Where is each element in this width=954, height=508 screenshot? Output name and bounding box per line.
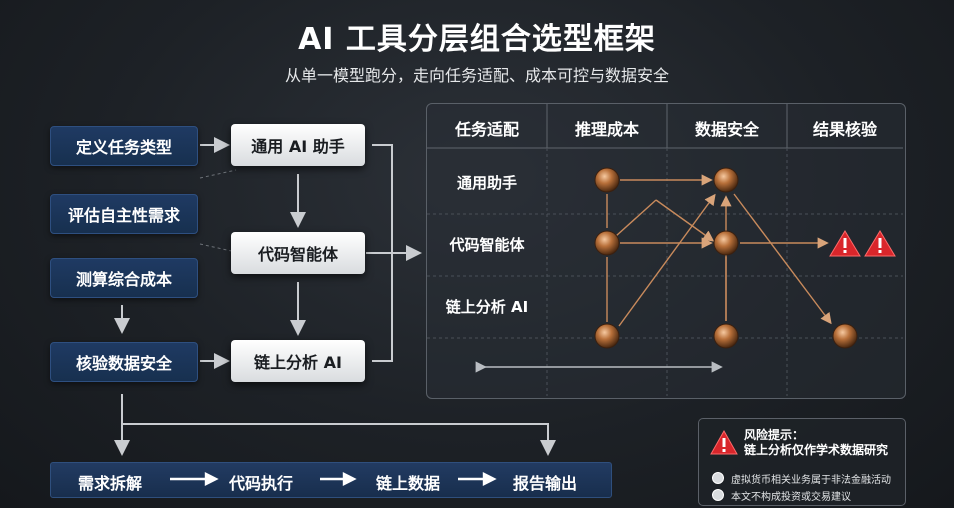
risk-warning-subtitle: 链上分析仅作学术数据研究	[744, 443, 889, 457]
col-header-data-security: 数据安全	[694, 120, 759, 139]
step-cost: 测算综合成本	[50, 258, 198, 298]
node-general-security	[713, 167, 739, 193]
node-code-security	[713, 230, 739, 256]
col-header-verification: 结果核验	[812, 120, 877, 139]
pipeline-step-decompose: 需求拆解	[78, 474, 143, 493]
pipeline-step-code-exec: 代码执行	[229, 474, 294, 493]
step-security: 核验数据安全	[50, 342, 198, 382]
page-subtitle: 从单一模型跑分，走向任务适配、成本可控与数据安全	[284, 66, 669, 85]
row-label-general: 通用助手	[456, 174, 517, 192]
tool-general-assistant: 通用 AI 助手	[231, 124, 365, 166]
row-label-code: 代码智能体	[449, 236, 525, 254]
tool-code-agent: 代码智能体	[231, 232, 365, 274]
alert-triangle-icon	[710, 430, 738, 455]
risk-warning-title: 风险提示：	[744, 428, 805, 442]
row-label-chain: 链上分析 AI	[445, 298, 529, 316]
bullet-icon	[712, 489, 724, 501]
col-header-inference-cost: 推理成本	[574, 120, 639, 139]
matrix-panel	[426, 103, 906, 399]
risk-warning-bullet-2: 本文不构成投资或交易建议	[731, 492, 851, 503]
tool-chain-analysis: 链上分析 AI	[231, 340, 365, 382]
step-define-task: 定义任务类型	[50, 126, 198, 166]
risk-warning-bullet-1: 虚拟货币相关业务属于非法金融活动	[731, 475, 891, 486]
node-general-cost	[594, 167, 620, 193]
warning-triangle-icon	[864, 230, 896, 257]
pipeline-step-chain-data: 链上数据	[376, 474, 441, 493]
step-autonomy: 评估自主性需求	[50, 194, 198, 234]
warning-triangle-icon	[829, 230, 861, 257]
node-chain-security	[713, 323, 739, 349]
bullet-icon	[712, 472, 724, 484]
pipeline-step-report: 报告输出	[513, 474, 578, 493]
page-title: AI 工具分层组合选型框架	[298, 22, 656, 57]
col-header-task-fit: 任务适配	[454, 120, 519, 139]
node-code-cost	[594, 230, 620, 256]
node-chain-verify	[832, 323, 858, 349]
node-chain-cost	[594, 323, 620, 349]
risk-warning-box	[698, 418, 906, 506]
matrix-nodes	[594, 167, 858, 349]
